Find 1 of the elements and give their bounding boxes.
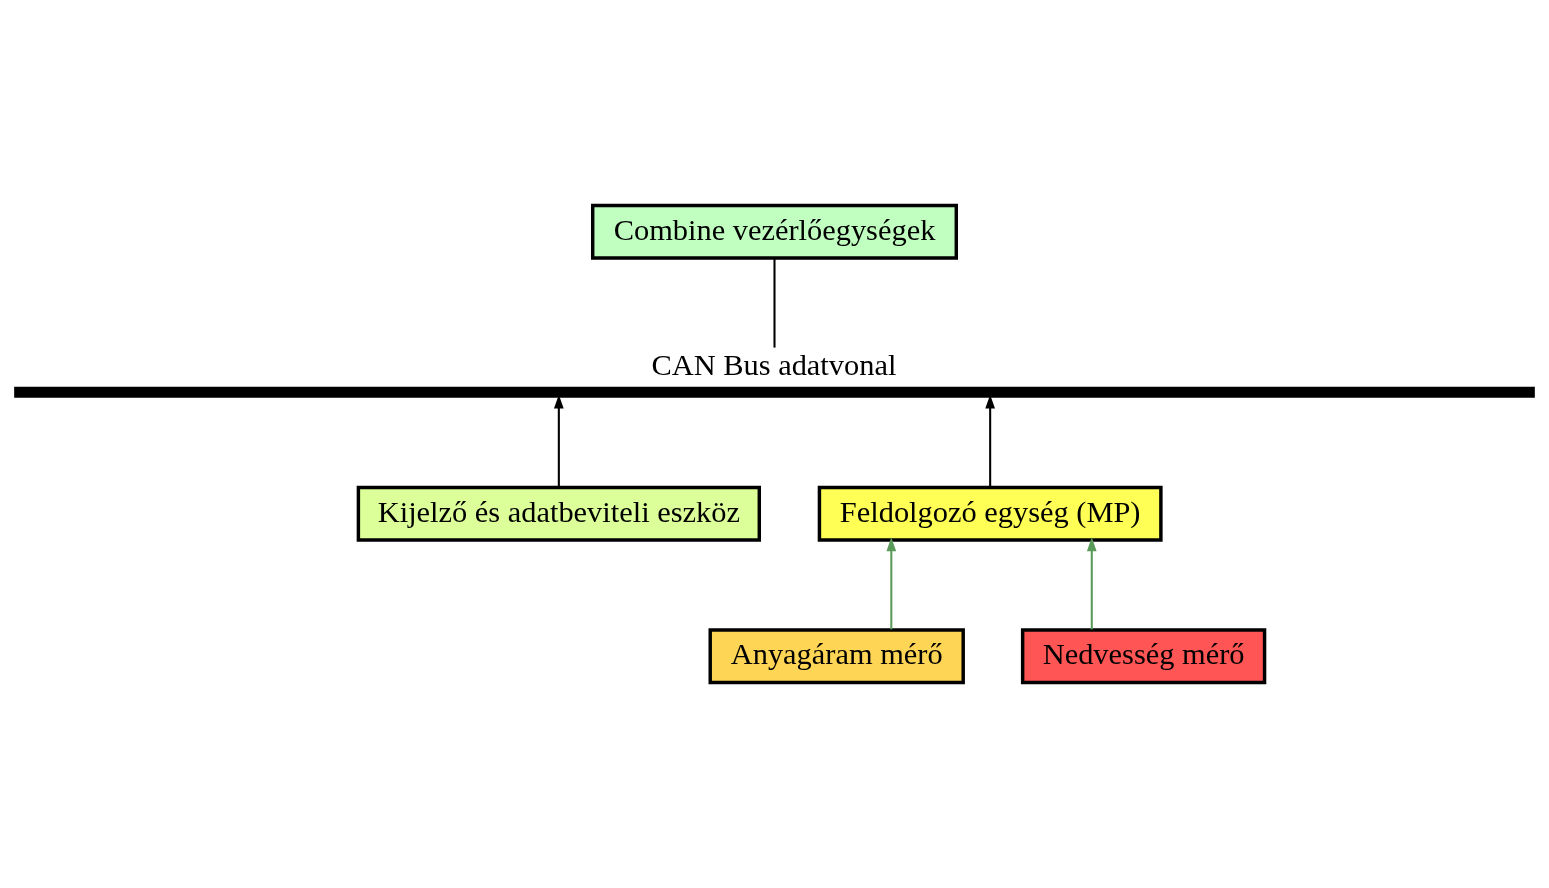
- node-label: CAN Bus adatvonal: [651, 348, 897, 383]
